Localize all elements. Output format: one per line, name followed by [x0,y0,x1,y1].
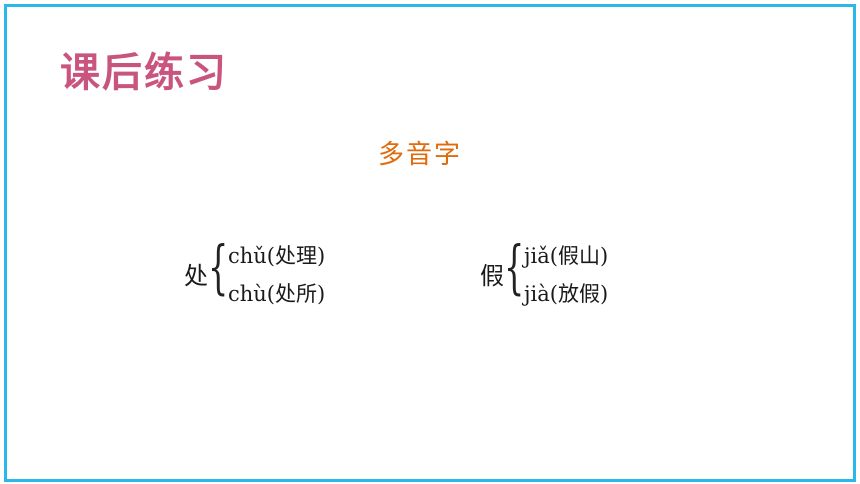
reading-item: chǔ(处理) [228,244,326,268]
slide-frame [4,4,856,482]
section-heading: 多音字 [378,140,463,170]
page-title: 课后练习 [60,50,228,96]
polyphone-character: 假 [480,262,504,290]
brace-icon: { [504,233,525,301]
brace-icon: { [208,233,229,301]
polyphone-character: 处 [184,262,208,290]
reading-item: chù(处所) [228,282,326,306]
reading-item: jiǎ(假山) [524,244,609,268]
reading-item: jià(放假) [524,282,609,306]
